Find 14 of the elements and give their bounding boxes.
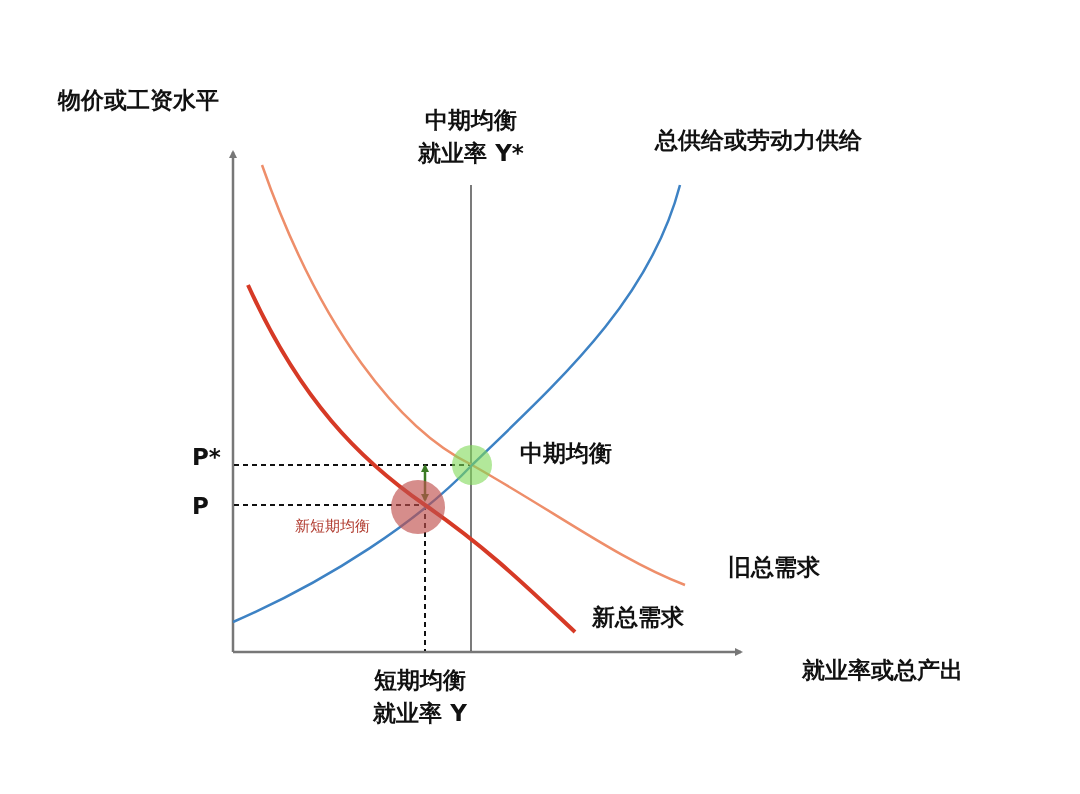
curve-label: 旧总需求 [728,553,820,582]
point-label: 中期均衡 [520,439,612,468]
line-label: 短期均衡就业率 Y [372,666,468,729]
equilibrium-point [452,445,492,485]
point-label: 新短期均衡 [295,516,370,537]
axis-label: 就业率或总产出 [802,656,963,685]
curve-label: 新总需求 [592,603,684,632]
line-label: 中期均衡就业率 Y* [417,106,525,169]
equilibrium-point [391,480,445,534]
price-label: P [192,492,209,521]
arrow [421,464,429,502]
axis-label: 物价或工资水平 [58,86,219,115]
curve-label: 总供给或劳动力供给 [655,126,862,155]
price-label: P* [192,443,221,472]
